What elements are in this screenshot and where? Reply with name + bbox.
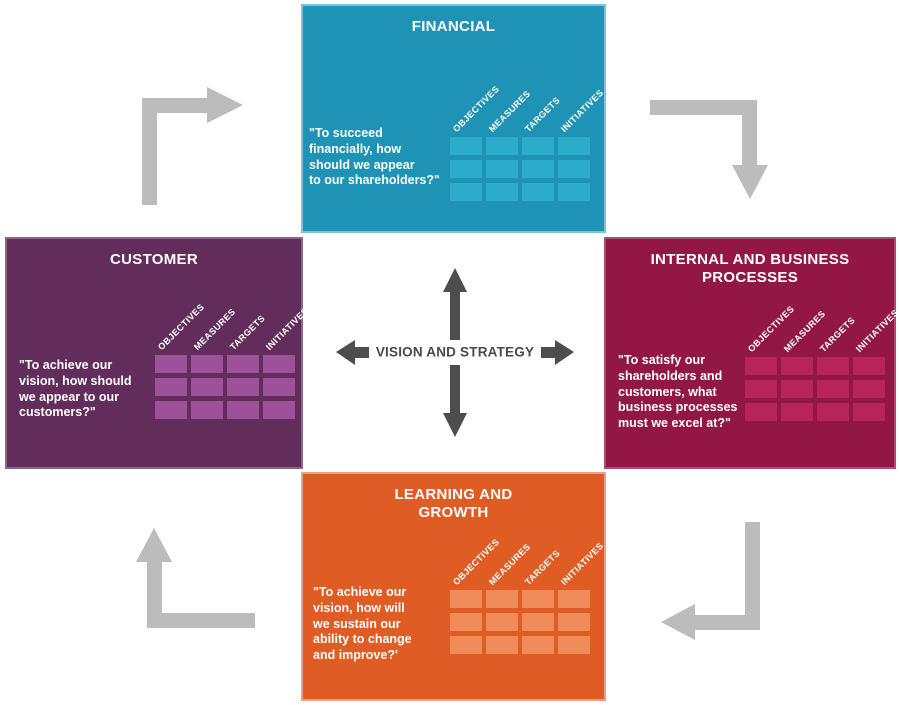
- quadrant-title: CUSTOMER: [110, 251, 198, 268]
- column-header-initiatives: INITIATIVES: [558, 87, 606, 134]
- table-cell: [450, 160, 482, 178]
- cycle-arrow-top-left-icon: [142, 87, 243, 205]
- column-header-initiatives: INITIATIVES: [558, 540, 606, 587]
- table-cell: [263, 378, 295, 396]
- center-arrow-left-icon: [336, 340, 369, 365]
- table-cell: [522, 590, 554, 608]
- table-cell: [817, 403, 849, 421]
- table-cell: [486, 636, 518, 654]
- table-cell: [450, 590, 482, 608]
- table-cell: [781, 403, 813, 421]
- center-arrow-right-icon: [541, 340, 574, 365]
- table-cell: [227, 355, 259, 373]
- table-cell: [522, 183, 554, 201]
- table-cell: [191, 378, 223, 396]
- table-cell: [745, 357, 777, 375]
- table-cell: [558, 590, 590, 608]
- table-cell: [522, 613, 554, 631]
- table-cell: [558, 137, 590, 155]
- table-cell: [486, 590, 518, 608]
- quadrant-title: LEARNING AND GROWTH: [394, 486, 513, 521]
- table-cell: [155, 401, 187, 419]
- table-cell: [486, 137, 518, 155]
- cycle-arrow-bottom-left-icon: [136, 528, 255, 628]
- table-cell: [558, 636, 590, 654]
- table-cell: [191, 355, 223, 373]
- column-header-targets: TARGETS: [817, 315, 857, 354]
- table-cell: [745, 403, 777, 421]
- table-cell-grid: [450, 590, 590, 654]
- table-cell: [817, 380, 849, 398]
- quadrant-internal-business-processes: INTERNAL AND BUSINESS PROCESSES "To sati…: [604, 237, 900, 469]
- table-cell: [781, 357, 813, 375]
- table-cell: [227, 401, 259, 419]
- table-cell: [745, 380, 777, 398]
- center-arrow-up-icon: [443, 268, 467, 340]
- cycle-arrow-top-right-icon: [650, 100, 768, 199]
- table-cell: [853, 403, 885, 421]
- table-cell: [450, 613, 482, 631]
- table-cell: [450, 183, 482, 201]
- table-cell: [817, 357, 849, 375]
- scorecard-table: OBJECTIVES MEASURES TARGETS INITIATIVES: [745, 304, 900, 423]
- table-cell: [522, 636, 554, 654]
- quadrant-learning-growth: LEARNING AND GROWTH "To achieve our visi…: [301, 472, 606, 701]
- center-label: VISION AND STRATEGY: [375, 344, 535, 360]
- table-cell: [522, 137, 554, 155]
- table-cell-grid: [450, 137, 590, 201]
- quadrant-title: INTERNAL AND BUSINESS PROCESSES: [650, 251, 850, 286]
- table-cell-grid: [745, 357, 885, 421]
- scorecard-table: OBJECTIVES MEASURES TARGETS INITIATIVES: [155, 302, 310, 421]
- table-cell: [486, 613, 518, 631]
- table-cell: [191, 401, 223, 419]
- table-cell: [486, 160, 518, 178]
- center-arrow-down-icon: [443, 365, 467, 437]
- column-header-targets: TARGETS: [227, 313, 267, 352]
- scorecard-table: OBJECTIVES MEASURES TARGETS INITIATIVES: [450, 537, 605, 656]
- table-cell: [155, 355, 187, 373]
- column-header-targets: TARGETS: [522, 95, 562, 134]
- table-cell: [263, 401, 295, 419]
- table-cell: [486, 183, 518, 201]
- table-cell: [450, 636, 482, 654]
- quadrant-financial: FINANCIAL "To succeed financially, how s…: [301, 4, 606, 233]
- table-cell: [558, 160, 590, 178]
- table-cell: [781, 380, 813, 398]
- quadrant-title: FINANCIAL: [411, 18, 496, 35]
- table-cell: [853, 380, 885, 398]
- column-header-initiatives: INITIATIVES: [853, 307, 900, 354]
- quadrant-customer: CUSTOMER "To achieve our vision, how sho…: [5, 237, 310, 469]
- table-cell: [227, 378, 259, 396]
- table-cell-grid: [155, 355, 295, 419]
- table-cell: [558, 613, 590, 631]
- quadrant-question: "To satisfy our shareholders and custome…: [618, 353, 738, 430]
- quadrant-question: "To achieve our vision, how should we ap…: [19, 358, 132, 420]
- quadrant-question: "To succeed financially, how should we a…: [309, 126, 440, 188]
- cycle-arrow-bottom-right-icon: [661, 522, 760, 640]
- column-header-targets: TARGETS: [522, 548, 562, 587]
- table-cell: [450, 137, 482, 155]
- scorecard-table: OBJECTIVES MEASURES TARGETS INITIATIVES: [450, 84, 605, 203]
- table-cell: [853, 357, 885, 375]
- table-cell: [558, 183, 590, 201]
- table-cell: [155, 378, 187, 396]
- table-cell: [263, 355, 295, 373]
- table-cell: [522, 160, 554, 178]
- quadrant-question: "To achieve our vision, how will we sust…: [313, 585, 412, 662]
